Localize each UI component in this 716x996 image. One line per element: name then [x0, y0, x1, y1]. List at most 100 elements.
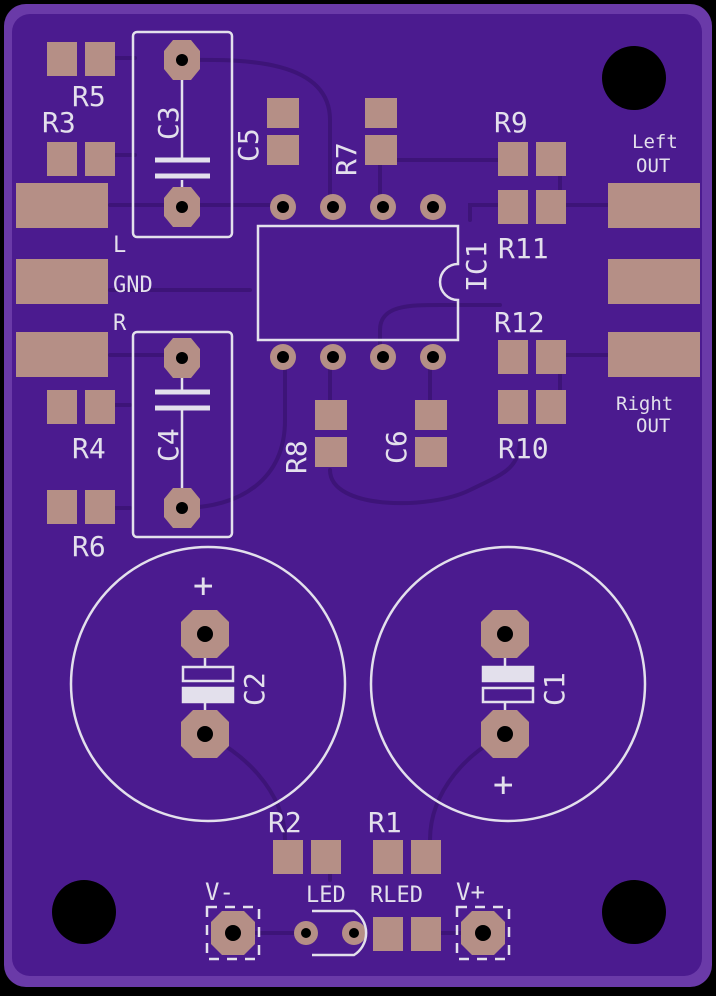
- drill-hole: [497, 726, 513, 742]
- label-c4: C4: [152, 428, 185, 462]
- c3-outline: [131, 30, 234, 239]
- trace: [178, 353, 287, 510]
- label-r9: R9: [494, 106, 528, 139]
- pad: [311, 840, 341, 874]
- pad: [498, 340, 528, 374]
- pad: [267, 98, 299, 128]
- drill-hole: [225, 925, 241, 941]
- pad: [415, 437, 447, 467]
- drill-hole: [176, 352, 188, 364]
- label-c3: C3: [152, 106, 185, 140]
- drill-holes: [176, 54, 513, 941]
- label-v-plus: V+: [456, 878, 485, 906]
- label-r6: R6: [72, 530, 106, 563]
- label-c1: C1: [538, 672, 571, 706]
- mounting-hole: [602, 46, 666, 110]
- label-plus-c2: +: [193, 566, 213, 606]
- drill-hole: [349, 928, 359, 938]
- led-outline: [312, 909, 368, 957]
- pad: [498, 390, 528, 424]
- label-rled: RLED: [370, 883, 423, 908]
- pad: [16, 332, 108, 377]
- mounting-hole: [602, 880, 666, 944]
- trace: [328, 438, 522, 506]
- label-left-out-1: Left: [632, 131, 678, 153]
- pad: [411, 840, 441, 874]
- drill-hole: [277, 351, 289, 363]
- pad: [85, 42, 115, 76]
- drill-hole: [427, 351, 439, 363]
- label-r1: R1: [368, 806, 402, 839]
- drill-hole: [197, 726, 213, 742]
- label-r2: R2: [268, 806, 302, 839]
- mounting-hole: [52, 880, 116, 944]
- drill-hole: [176, 201, 188, 213]
- silkscreen: [69, 30, 647, 961]
- drill-hole: [301, 928, 311, 938]
- pad: [16, 259, 108, 304]
- pad: [315, 437, 347, 467]
- drill-hole: [377, 351, 389, 363]
- drill-hole: [197, 626, 213, 642]
- c1-body-filled: [481, 665, 535, 683]
- label-right-out-2: OUT: [636, 415, 670, 437]
- label-r4: R4: [72, 432, 106, 465]
- trace: [180, 57, 332, 207]
- drill-hole: [377, 201, 389, 213]
- pad: [536, 390, 566, 424]
- c4-outline: [131, 330, 234, 539]
- label-r12: R12: [494, 306, 545, 339]
- drill-hole: [475, 925, 491, 941]
- smd-pads: [16, 42, 700, 951]
- pad: [536, 142, 566, 176]
- c1-body: [481, 686, 535, 704]
- v-minus-outline: [205, 905, 261, 961]
- pad: [498, 190, 528, 224]
- pad: [536, 340, 566, 374]
- label-left-out-2: OUT: [636, 155, 670, 177]
- pad: [411, 917, 441, 951]
- pad: [47, 42, 77, 76]
- label-gnd: GND: [113, 273, 153, 298]
- pad: [373, 840, 403, 874]
- label-led: LED: [306, 883, 346, 908]
- label-r: R: [113, 311, 127, 336]
- pad: [536, 190, 566, 224]
- pad: [47, 142, 77, 176]
- label-c5: C5: [232, 128, 265, 162]
- label-ic1: IC1: [460, 241, 493, 292]
- pad: [365, 98, 397, 128]
- drill-hole: [277, 201, 289, 213]
- silkscreen-text: R5 R3 C3 C5 R7 R9 Left OUT R11 IC1 L GND…: [42, 80, 678, 908]
- label-v-minus: V-: [205, 878, 234, 906]
- pad: [85, 390, 115, 424]
- c2-body-filled: [181, 686, 235, 704]
- label-r11: R11: [498, 232, 549, 265]
- pad: [373, 917, 403, 951]
- pad: [47, 390, 77, 424]
- label-r3: R3: [42, 106, 76, 139]
- pad: [16, 183, 108, 228]
- c2-body: [181, 665, 235, 683]
- drill-hole: [427, 201, 439, 213]
- trace: [378, 303, 502, 357]
- label-c2: C2: [238, 672, 271, 706]
- label-r10: R10: [498, 432, 549, 465]
- drill-hole: [176, 502, 188, 514]
- mounting-holes: [52, 46, 666, 944]
- pad: [608, 332, 700, 377]
- ic1-outline: [256, 224, 460, 342]
- label-c6: C6: [380, 430, 413, 464]
- label-r5: R5: [72, 80, 106, 113]
- label-l: L: [113, 233, 126, 258]
- pad: [273, 840, 303, 874]
- pad: [85, 142, 115, 176]
- pad: [85, 490, 115, 524]
- pad: [267, 135, 299, 165]
- c2-outline: [69, 545, 347, 823]
- drill-hole: [176, 54, 188, 66]
- label-r7: R7: [330, 142, 363, 176]
- c1-outline: [369, 545, 647, 823]
